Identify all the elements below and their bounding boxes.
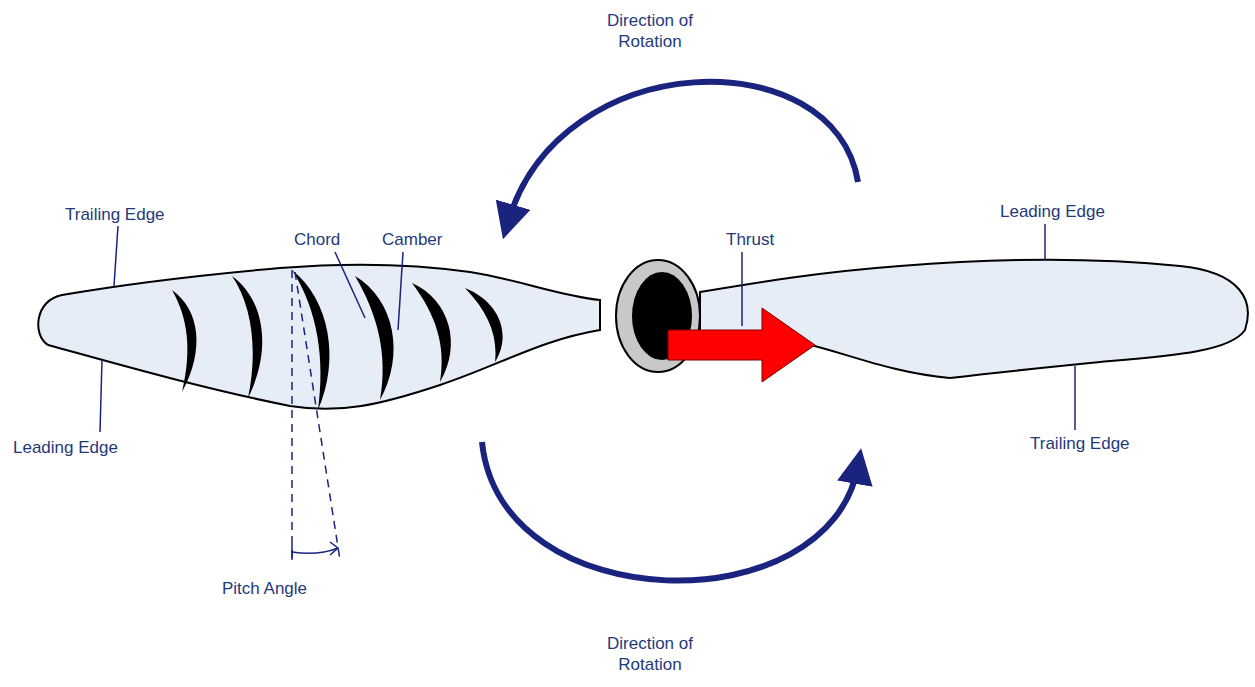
rotation-arrow — [482, 442, 858, 581]
part-label: Thrust — [726, 229, 774, 250]
part-label: Camber — [382, 229, 442, 250]
part-label: Trailing Edge — [65, 204, 165, 225]
pitch-angle-lines — [292, 270, 340, 560]
part-label: Pitch Angle — [222, 578, 307, 599]
leader-lines — [100, 224, 1075, 432]
rotation-arrow — [508, 82, 858, 222]
part-label: Chord — [294, 229, 340, 250]
part-label: Leading Edge — [13, 437, 118, 458]
part-label: Direction of Rotation — [590, 10, 710, 52]
airfoil-sections — [172, 270, 503, 410]
part-label: Direction of Rotation — [590, 633, 710, 675]
part-label: Leading Edge — [1000, 201, 1105, 222]
part-label: Trailing Edge — [1030, 433, 1130, 454]
